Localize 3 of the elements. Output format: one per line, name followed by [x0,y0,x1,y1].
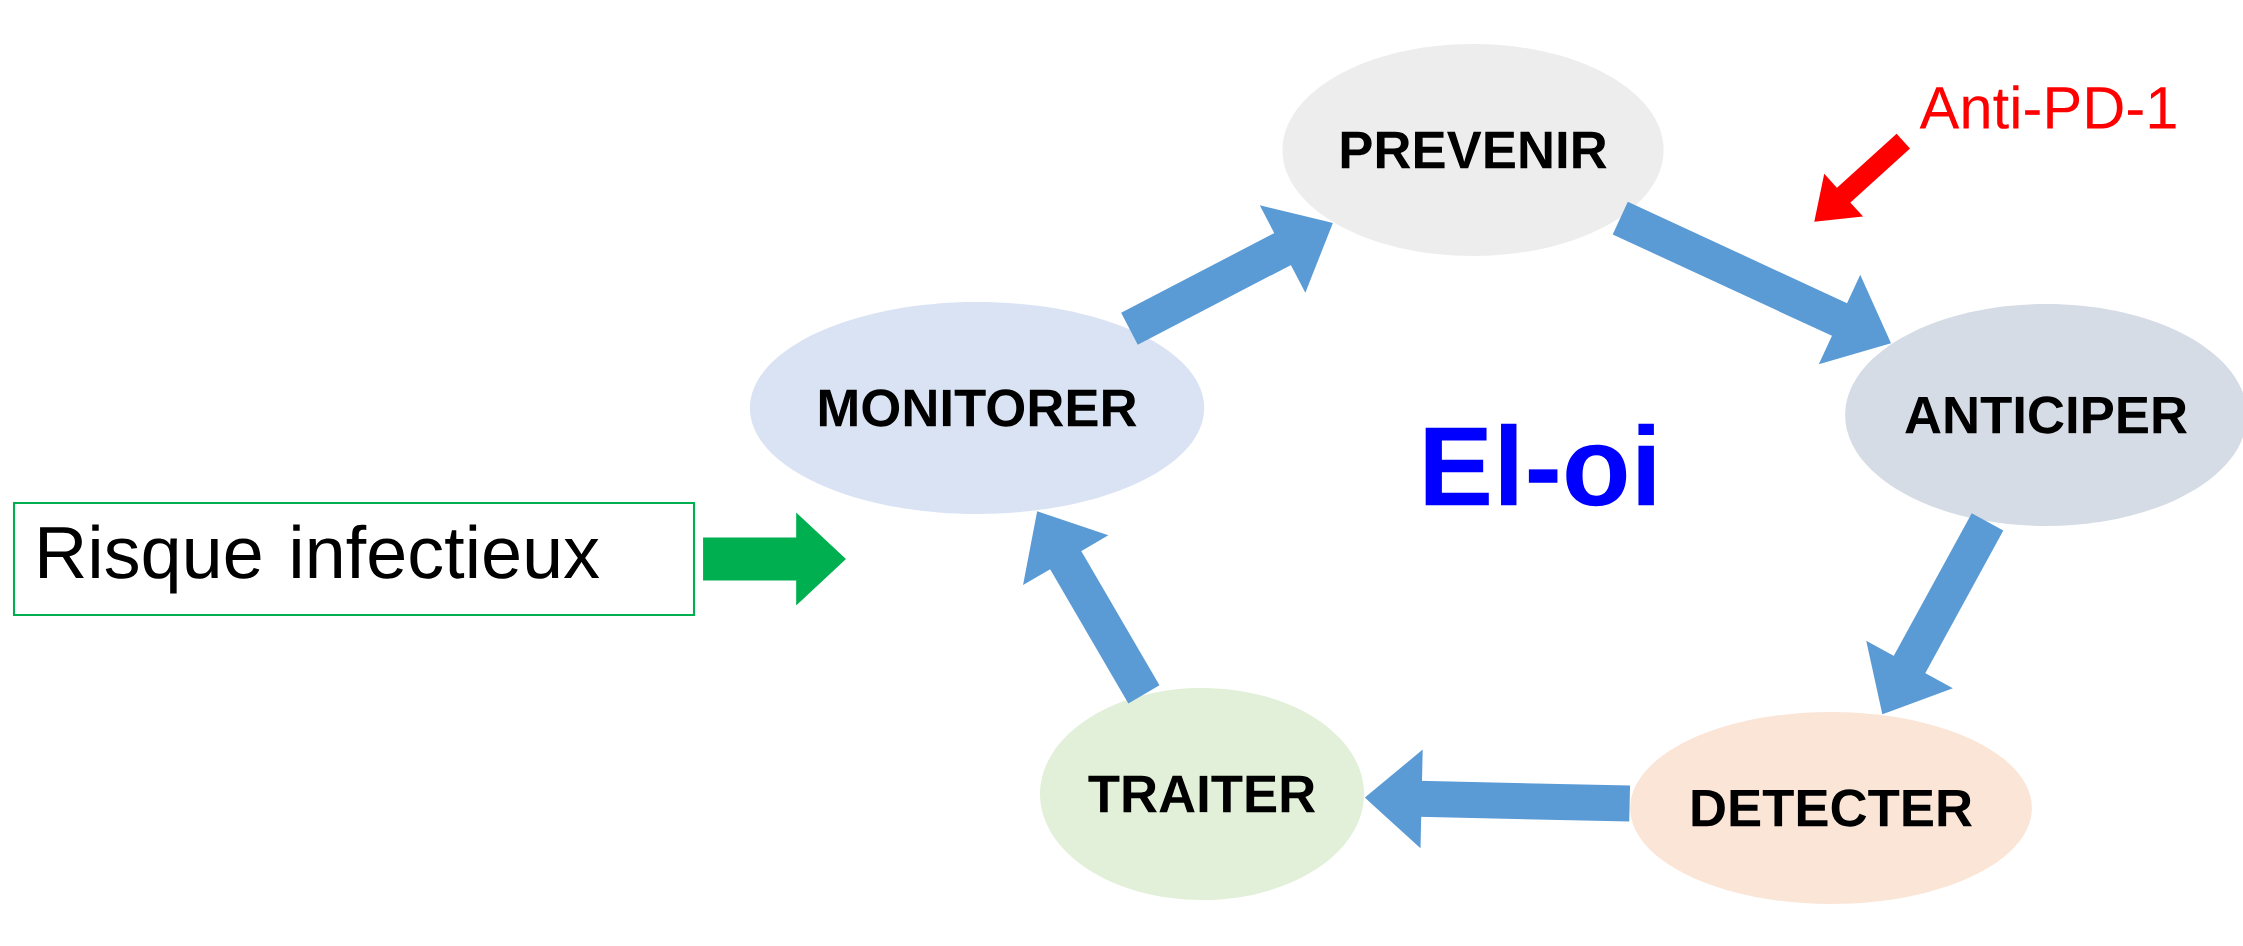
text-box: Risque infectieux [12,501,696,617]
big-label: El-oi [1425,423,1654,507]
drug-label: Anti-PD-1 [1919,85,2176,129]
